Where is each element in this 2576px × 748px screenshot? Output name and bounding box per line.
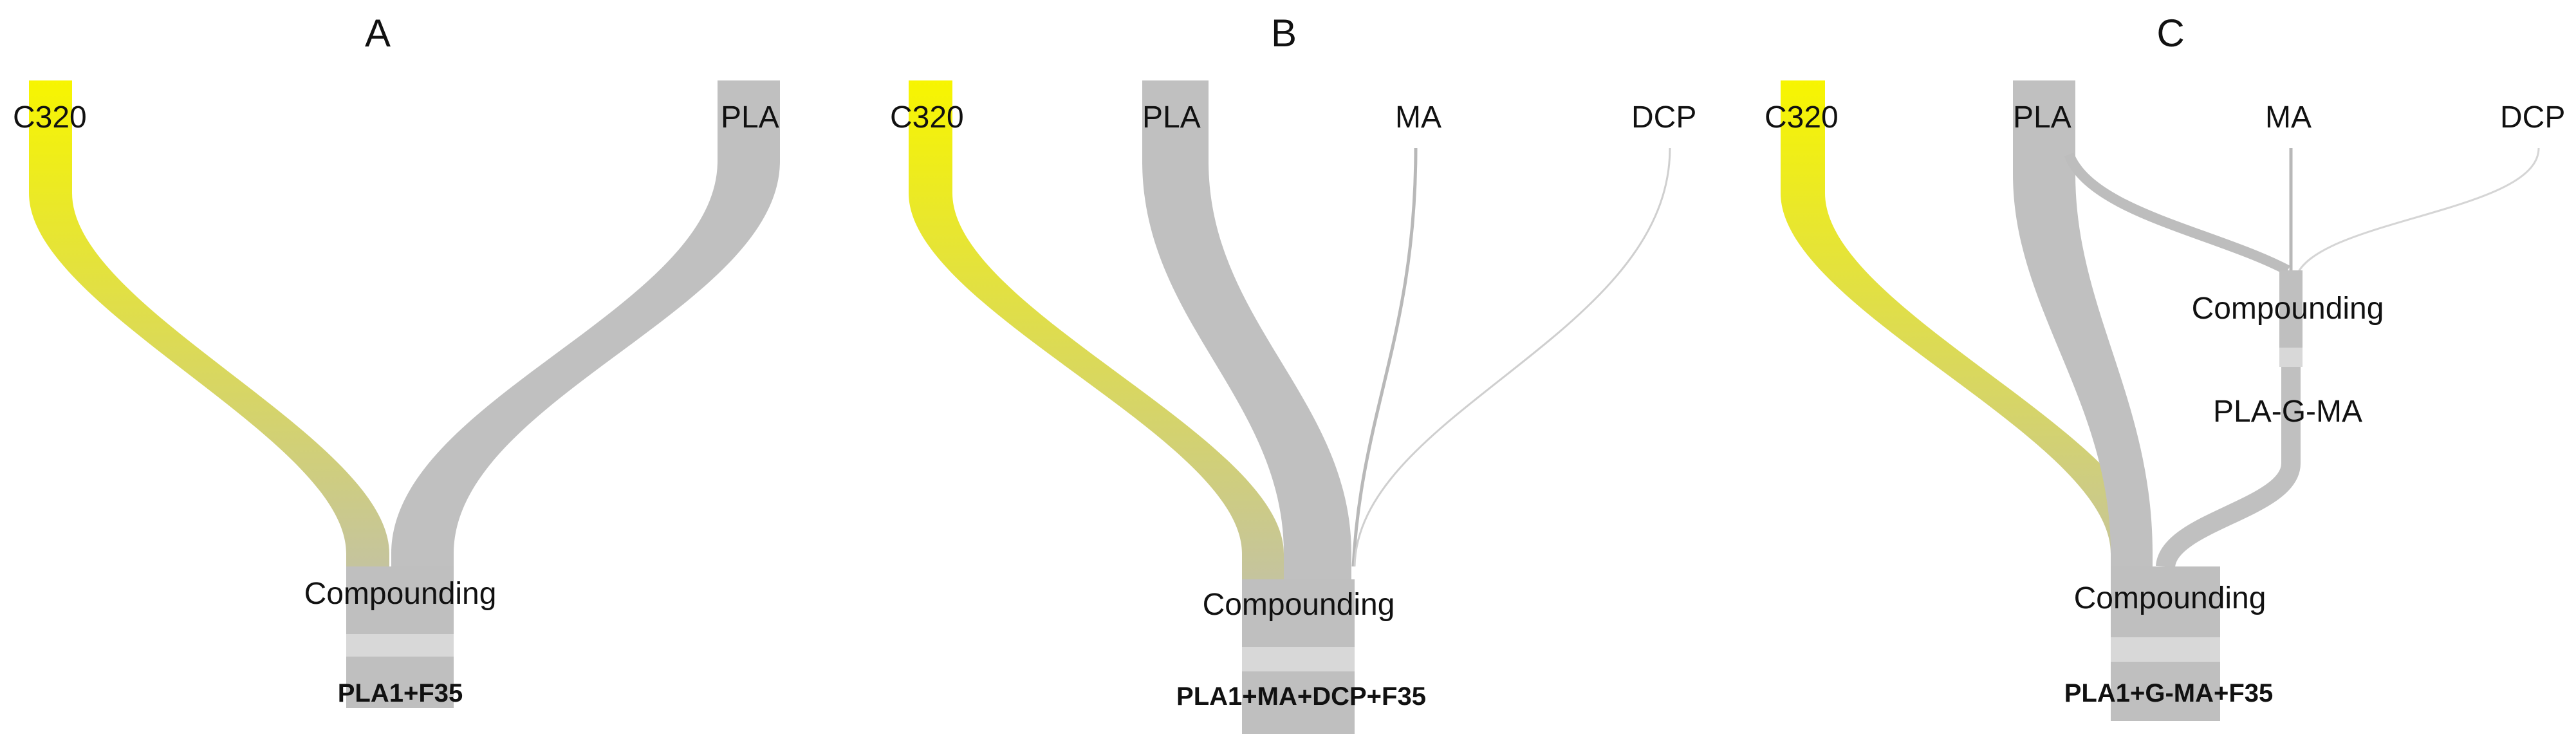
source-label-c320: C320 [1765,100,1839,135]
compounding-node-band [1242,647,1355,671]
panel-a: A C320 PLA Compounding PLA1+F35 [13,12,780,708]
source-label-ma: MA [2265,100,2312,135]
source-label-pla: PLA [721,100,779,135]
source-label-dcp: DCP [2500,100,2565,135]
intermediate-process-label: Compounding [2192,292,2384,326]
flow-c320-to-compounding [909,80,1284,586]
intermediate-compounding-node [2279,270,2303,351]
process-node-label: Compounding [2074,581,2266,615]
panel-title: C [2156,12,2184,55]
compounding-node-band [346,634,454,657]
flow-pla-to-intermediate-compounding [2064,152,2290,276]
product-label: PLA1+MA+DCP+F35 [1176,682,1426,711]
source-label-pla: PLA [1142,100,1201,135]
flow-dcp-to-intermediate-compounding [2295,147,2540,277]
panel-title: A [365,12,391,55]
flow-pla-g-ma-to-compounding [2156,367,2301,568]
source-label-pla: PLA [2013,100,2071,135]
intermediate-product-label: PLA-G-MA [2213,395,2362,429]
process-node-label: Compounding [304,577,497,611]
flow-pla-to-compounding [2013,80,2153,579]
source-label-c320: C320 [13,100,87,135]
source-label-ma: MA [1395,100,1441,135]
panel-title: B [1271,12,1297,55]
flow-c320-to-compounding [29,80,389,573]
process-node-label: Compounding [1203,588,1395,622]
compounding-node-band [2111,637,2220,662]
intermediate-node-band [2279,348,2303,367]
source-label-c320: C320 [890,100,964,135]
product-label: PLA1+F35 [338,679,463,707]
product-label: PLA1+G-MA+F35 [2064,679,2274,707]
source-label-dcp: DCP [1631,100,1696,135]
flow-ma-to-compounding [1351,147,1418,567]
flow-pla-to-compounding [391,80,780,573]
panel-c: C C320 PLA MA DCP Compounding PLA-G-MA C… [1765,12,2565,721]
flow-c320-to-compounding [1781,80,2153,579]
panel-b: B C320 PLA MA DCP Compounding PLA1+MA+DC… [890,12,1696,734]
flow-pla-to-compounding [1142,80,1351,586]
flow-dcp-to-compounding [1353,147,1671,567]
